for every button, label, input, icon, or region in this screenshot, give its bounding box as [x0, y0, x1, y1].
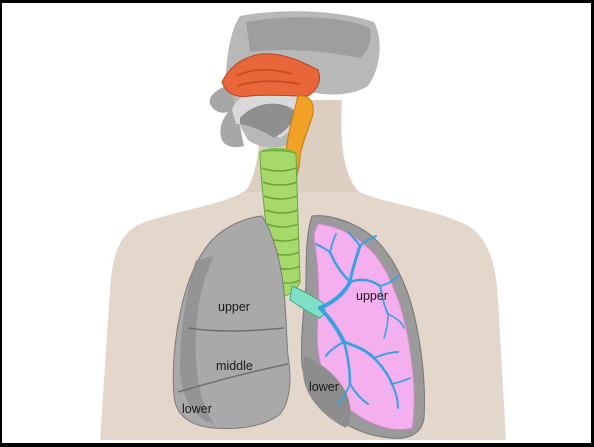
label-left-upper-lobe: upper: [356, 289, 388, 303]
label-right-upper-lobe: upper: [218, 300, 250, 314]
label-right-middle-lobe: middle: [216, 359, 253, 373]
label-right-lower-lobe: lower: [182, 402, 212, 416]
label-left-lower-lobe: lower: [309, 380, 339, 394]
